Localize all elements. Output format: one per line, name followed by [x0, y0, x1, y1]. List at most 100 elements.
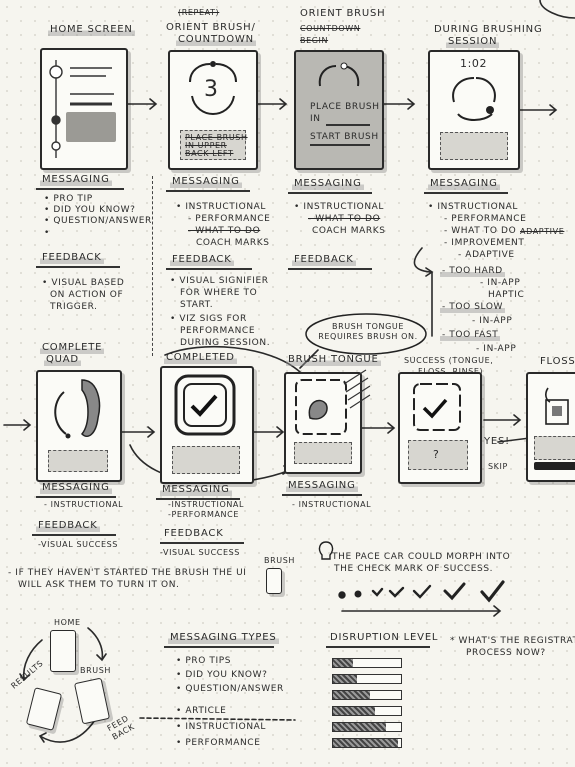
note-brush-label: Brush: [264, 556, 295, 565]
messaging-type-item: • Did you know?: [176, 670, 268, 680]
note-right-line: The pace car could morph into: [332, 552, 511, 562]
cycle-home-phone: [50, 630, 76, 672]
during-title-2: Session: [446, 36, 500, 48]
quad-graphic: [54, 379, 101, 439]
during-tree-item: - Too Hard: [440, 266, 505, 277]
registration-question-line: process now?: [466, 648, 546, 658]
success-question-mark: ?: [433, 448, 440, 461]
messaging-type-item: • Pro Tips: [176, 656, 232, 666]
disruption-bar: [332, 738, 402, 748]
tongue-title: Brush Tongue: [286, 354, 381, 366]
quad-message-box: [48, 450, 108, 472]
orient2-screen-line: in: [310, 114, 321, 124]
orient-feedback-item: during session.: [180, 338, 271, 348]
tongue-messaging-item: - Instructional: [292, 500, 372, 509]
success-graphic: [413, 383, 461, 431]
messaging-type-item: • Performance: [176, 738, 261, 748]
disruption-bar-fill: [333, 723, 387, 731]
start-brush-text[interactable]: Start Brush: [310, 132, 379, 142]
during-messaging-item: • Instructional: [428, 202, 519, 212]
note-left-line: will ask them to turn it on.: [18, 580, 180, 590]
orient-title-2: Countdown: [176, 34, 256, 46]
home-messaging-item: • Question/Answer: [44, 216, 152, 226]
during-tree-item: - Too Fast: [440, 330, 501, 341]
disruption-bar: [332, 706, 402, 716]
orient-feedback-header: Feedback: [170, 254, 234, 266]
tongue-phone: [284, 372, 362, 474]
disruption-bar-fill: [333, 659, 354, 667]
completed-graphic: [174, 374, 236, 436]
disruption-header: Disruption Level: [330, 632, 439, 643]
messaging-types-header: Messaging Types: [168, 632, 279, 644]
disruption-bar: [332, 674, 402, 684]
orient-feedback-item: • Visual signifier: [170, 276, 269, 286]
completed-feedback-header: Feedback: [164, 528, 224, 539]
countdown-number: 3: [204, 77, 219, 102]
disruption-bar: [332, 722, 402, 732]
home-screen-wireframe: [49, 60, 114, 158]
completed-message-box: [172, 446, 240, 474]
floss-skip[interactable]: Skip: [488, 462, 508, 471]
orient2-title: Orient Brush: [300, 8, 386, 19]
brush-timer: 1:02: [460, 57, 488, 70]
tongue-graphic: [295, 379, 347, 435]
during-messaging-item: - What to do: [444, 226, 517, 236]
home-feedback-item: trigger.: [50, 302, 98, 312]
messaging-type-item: • Question/Answer: [176, 684, 284, 694]
during-messaging-item: - Improvement: [444, 238, 525, 248]
note-left-line: - If they haven't started the brush the …: [8, 568, 247, 578]
orient-messaging-item: - What to do: [188, 226, 261, 236]
during-tree-sub: - In-App: [476, 344, 517, 354]
quad-messaging-header: Messaging: [40, 482, 112, 494]
orient-feedback-item: for where to: [180, 288, 258, 298]
tongue-messaging-header: Messaging: [286, 480, 358, 492]
during-tree-sub: - In-App: [472, 316, 513, 326]
during-tree-sub: Haptic: [488, 290, 525, 300]
orient2-ring-graphic: [318, 62, 360, 87]
orient-messaging-item: - Performance: [188, 214, 271, 224]
home-feedback-item: • Visual based: [42, 278, 125, 288]
during-title: During Brushing: [434, 24, 543, 35]
during-tree-item: - Too Slow: [440, 302, 506, 313]
orient-feedback-item: start.: [180, 300, 214, 310]
orient-title-note: (Repeat): [178, 8, 220, 17]
floss-phone: [526, 372, 575, 482]
floss-yes[interactable]: Yes!: [484, 436, 510, 447]
orient-feedback-item: • VIZ sigs for: [170, 314, 247, 324]
orient2-title-3: Begin: [300, 36, 329, 45]
orient-title: Orient Brush/: [166, 22, 256, 33]
cycle-home-label: Home: [54, 618, 81, 627]
quad-phone: [36, 370, 122, 482]
completed-phone: [160, 366, 254, 484]
home-messaging-item: • Pro Tip: [44, 194, 93, 204]
orient2-messaging-header: Messaging: [292, 178, 364, 190]
disruption-bar: [332, 658, 402, 668]
quad-feedback-header: Feedback: [36, 520, 100, 532]
orient-countdown-graphic: [189, 61, 237, 115]
home-screen-title: Home Screen: [48, 24, 135, 36]
orient-box-line: back left: [185, 149, 234, 158]
success-phone: ?: [398, 372, 482, 484]
orient-feedback-item: performance: [180, 326, 256, 336]
completed-messaging-item: -Performance: [168, 510, 239, 519]
completed-feedback-item: -Visual Success: [160, 548, 240, 557]
quad-title: Complete: [40, 342, 105, 354]
completed-messaging-header: Messaging: [160, 484, 232, 496]
home-feedback-header: Feedback: [40, 252, 104, 264]
registration-question-line: * What's the registration: [450, 636, 575, 646]
home-messaging-header: Messaging: [40, 174, 112, 186]
disruption-bar-fill: [333, 691, 371, 699]
quad-title-2: Quad: [44, 354, 81, 366]
note-right-line: the check mark of success.: [334, 564, 494, 574]
disruption-bar-fill: [333, 739, 398, 747]
orient-box-line: in upper: [185, 141, 227, 150]
disruption-bar-fill: [333, 707, 376, 715]
floss-message-box: [534, 436, 575, 460]
during-tree-sub: - In-App: [480, 278, 521, 288]
during-phone: 1:02: [428, 50, 520, 170]
home-messaging-item: •: [44, 228, 50, 238]
orient-box-line: Place brush: [185, 133, 248, 142]
orient-messaging-header: Messaging: [170, 176, 242, 188]
